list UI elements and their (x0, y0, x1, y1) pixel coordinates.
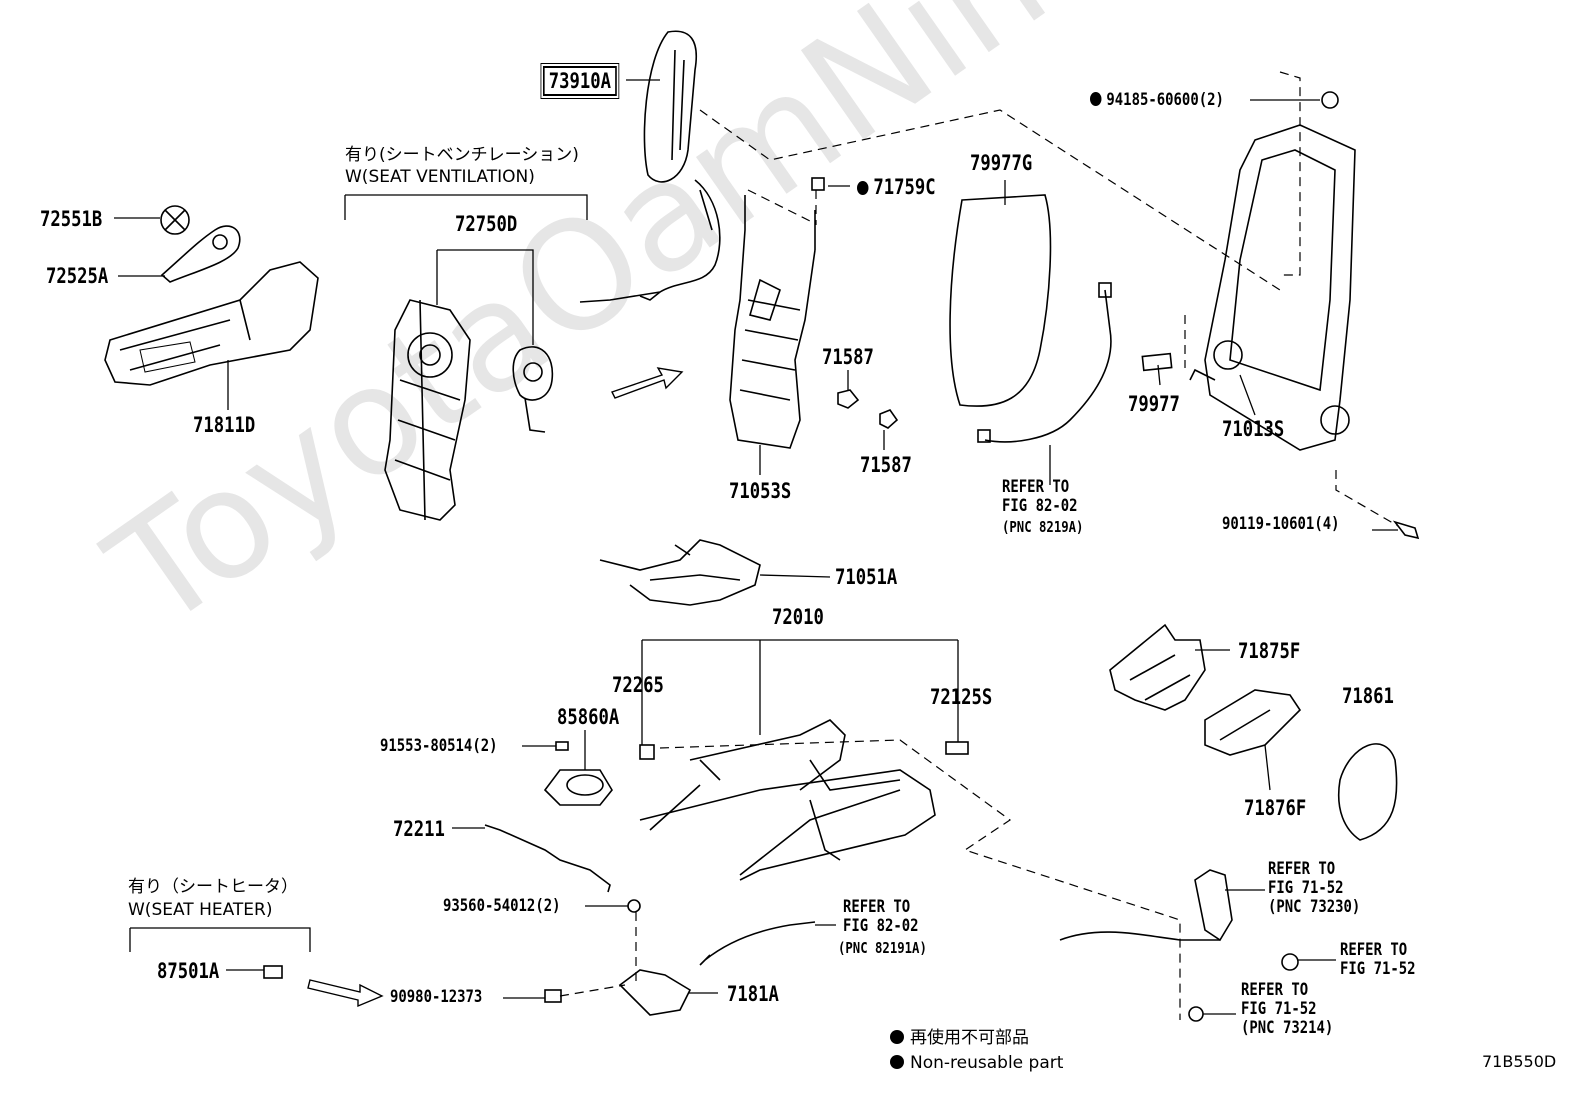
ventilation-group-label-jp: 有り(シートベンチレーション) (345, 145, 579, 165)
callout-71587-upper[interactable]: 71587 (822, 345, 874, 369)
refer-73230-line1[interactable]: REFER TO (1268, 859, 1336, 879)
callout-71587-lower[interactable]: 71587 (860, 453, 912, 477)
clip-71759C (811, 177, 825, 191)
callout-94185-text: 94185-60600(2) (1106, 90, 1224, 110)
refer-82-02-line2[interactable]: FIG 82-02 (1002, 496, 1078, 516)
part-drawing-71013S (1189, 124, 1356, 451)
non-reusable-marker (1090, 92, 1102, 106)
legend-en-text: Non-reusable part (910, 1053, 1064, 1073)
part-drawing-71861 (1337, 743, 1398, 841)
refer-82-02-line3[interactable]: (PNC 8219A) (1002, 518, 1084, 536)
clip-71587a (837, 389, 860, 409)
part-drawing-73910A (579, 30, 721, 303)
part-drawing-71876F (1204, 689, 1302, 756)
ventilation-group-label-en: W(SEAT VENTILATION) (345, 167, 535, 187)
part-drawing-71053S (729, 195, 816, 449)
callout-71861[interactable]: 71861 (1342, 684, 1394, 708)
heater-group-label-en: W(SEAT HEATER) (128, 900, 273, 920)
refer-82-02-line1[interactable]: REFER TO (1002, 477, 1070, 497)
non-reusable-marker (890, 1030, 904, 1044)
refer-71-52-line1[interactable]: REFER TO (1340, 940, 1408, 960)
refer-73230-line2[interactable]: FIG 71-52 (1268, 878, 1344, 898)
part-drawing-71051A (599, 539, 761, 606)
refer-73214-line2[interactable]: FIG 71-52 (1241, 999, 1317, 1019)
part-drawing-72750D (384, 299, 554, 521)
part-drawing-72010 (639, 719, 969, 881)
direction-arrow (611, 367, 684, 399)
callout-72265[interactable]: 72265 (612, 673, 664, 697)
refer-73230-line3[interactable]: (PNC 73230) (1268, 897, 1361, 917)
callout-71759C[interactable]: 71759C (857, 176, 936, 198)
callout-71811D[interactable]: 71811D (193, 413, 256, 437)
callout-71013S[interactable]: 71013S (1222, 417, 1285, 441)
callout-72211[interactable]: 72211 (393, 817, 445, 841)
callout-73910A[interactable]: 73910A (540, 63, 620, 99)
refer-73214-line1[interactable]: REFER TO (1241, 980, 1309, 1000)
non-reusable-marker (890, 1055, 904, 1069)
part-drawing-72525A (160, 225, 241, 283)
callout-79977[interactable]: 79977 (1128, 392, 1180, 416)
non-reusable-marker (857, 181, 869, 195)
callout-72551B[interactable]: 72551B (40, 207, 103, 231)
callout-71759C-text: 71759C (873, 175, 936, 199)
harness-82191A (699, 921, 816, 966)
callout-71875F[interactable]: 71875F (1238, 639, 1301, 663)
callout-7181A[interactable]: 7181A (727, 982, 779, 1006)
refer-73214-line3[interactable]: (PNC 73214) (1241, 1018, 1334, 1038)
part-drawing-72551B (160, 205, 190, 235)
legend-jp: 再使用不可部品 (890, 1028, 1029, 1048)
part-drawing-79977 (1141, 352, 1173, 372)
callout-87501A[interactable]: 87501A (157, 959, 220, 983)
part-drawing-72211 (484, 824, 611, 893)
callout-90980[interactable]: 90980-12373 (390, 987, 483, 1007)
part-drawing-79977G (949, 194, 1112, 443)
clip-71587b (879, 409, 899, 429)
part-drawing-71875F (1109, 623, 1206, 711)
callout-72750D[interactable]: 72750D (455, 212, 518, 236)
callout-91553[interactable]: 91553-80514(2) (380, 736, 498, 756)
part-drawing-85860A (543, 741, 613, 806)
callout-72010[interactable]: 72010 (772, 605, 824, 629)
heater-group-label-jp: 有り（シートヒータ） (128, 877, 298, 897)
callout-85860A[interactable]: 85860A (557, 705, 620, 729)
refer-82191A-line3[interactable]: (PNC 82191A) (838, 939, 927, 957)
callout-72125S[interactable]: 72125S (930, 685, 993, 709)
refer-82191A-line2[interactable]: FIG 82-02 (843, 916, 919, 936)
callout-71876F[interactable]: 71876F (1244, 796, 1307, 820)
direction-arrow-heater (307, 979, 384, 1008)
refer-82191A-line1[interactable]: REFER TO (843, 897, 911, 917)
callout-71053S[interactable]: 71053S (729, 479, 792, 503)
part-drawing-71811D (104, 261, 319, 386)
callout-90119[interactable]: 90119-10601(4) (1222, 514, 1340, 534)
callout-93560[interactable]: 93560-54012(2) (443, 896, 561, 916)
bolt-90119 (1392, 520, 1420, 540)
callout-79977G[interactable]: 79977G (970, 151, 1033, 175)
refer-71-52-line2[interactable]: FIG 71-52 (1340, 959, 1416, 979)
callout-94185[interactable]: 94185-60600(2) (1090, 91, 1224, 110)
callout-72525A[interactable]: 72525A (46, 264, 109, 288)
legend-en: Non-reusable part (890, 1053, 1063, 1073)
figure-code: 71B550D (1482, 1052, 1557, 1071)
callout-71051A[interactable]: 71051A (835, 565, 898, 589)
legend-jp-text: 再使用不可部品 (910, 1028, 1029, 1048)
bolt-94185 (1321, 91, 1339, 109)
